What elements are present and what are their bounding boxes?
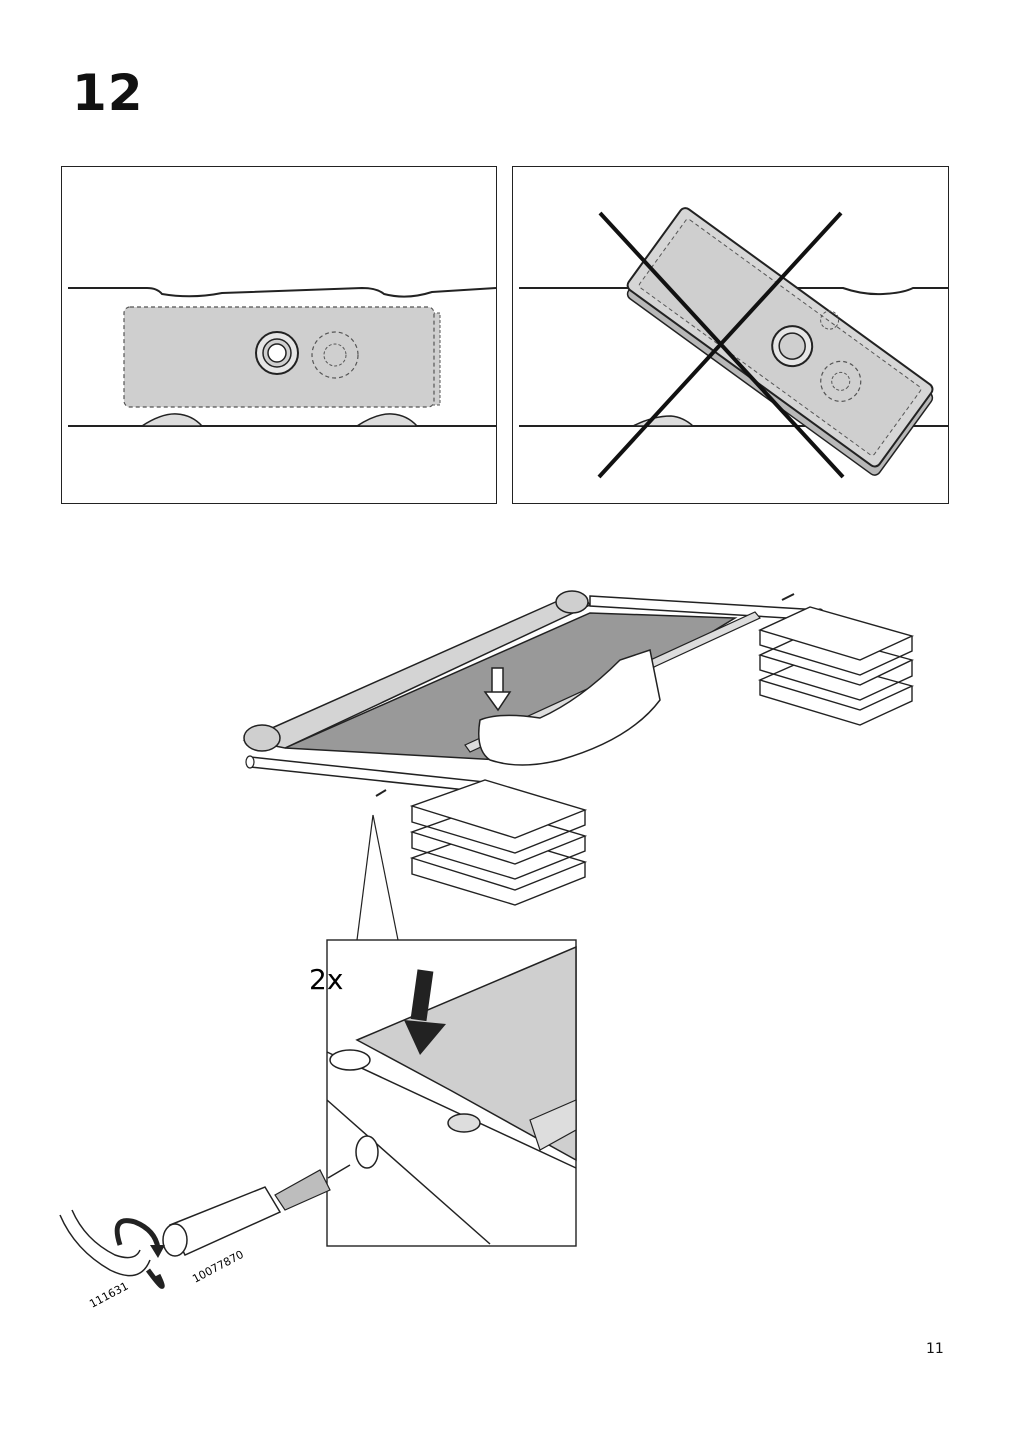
step-number: 12 xyxy=(72,64,144,122)
correct-placement-panel xyxy=(61,166,497,504)
allen-key-part-number: 111631 xyxy=(87,1279,130,1310)
rotate-arrow-icon xyxy=(114,1218,165,1289)
book-stack-left xyxy=(409,779,588,906)
tool-part-number: 10077870 xyxy=(190,1248,246,1286)
page-number: 11 xyxy=(926,1341,944,1357)
arrow-down-icon xyxy=(483,667,512,712)
book-stack-right xyxy=(757,606,915,726)
quantity-label: 2x xyxy=(309,963,343,996)
arrow-down-icon xyxy=(404,969,446,1055)
detail-callout-box: 2x xyxy=(309,939,577,1247)
allen-key xyxy=(59,1209,151,1277)
cross-out-icon xyxy=(597,211,845,479)
hex-bit-tool xyxy=(162,1164,351,1257)
wrong-placement-panel xyxy=(512,166,949,504)
hand-illustration xyxy=(478,649,661,766)
